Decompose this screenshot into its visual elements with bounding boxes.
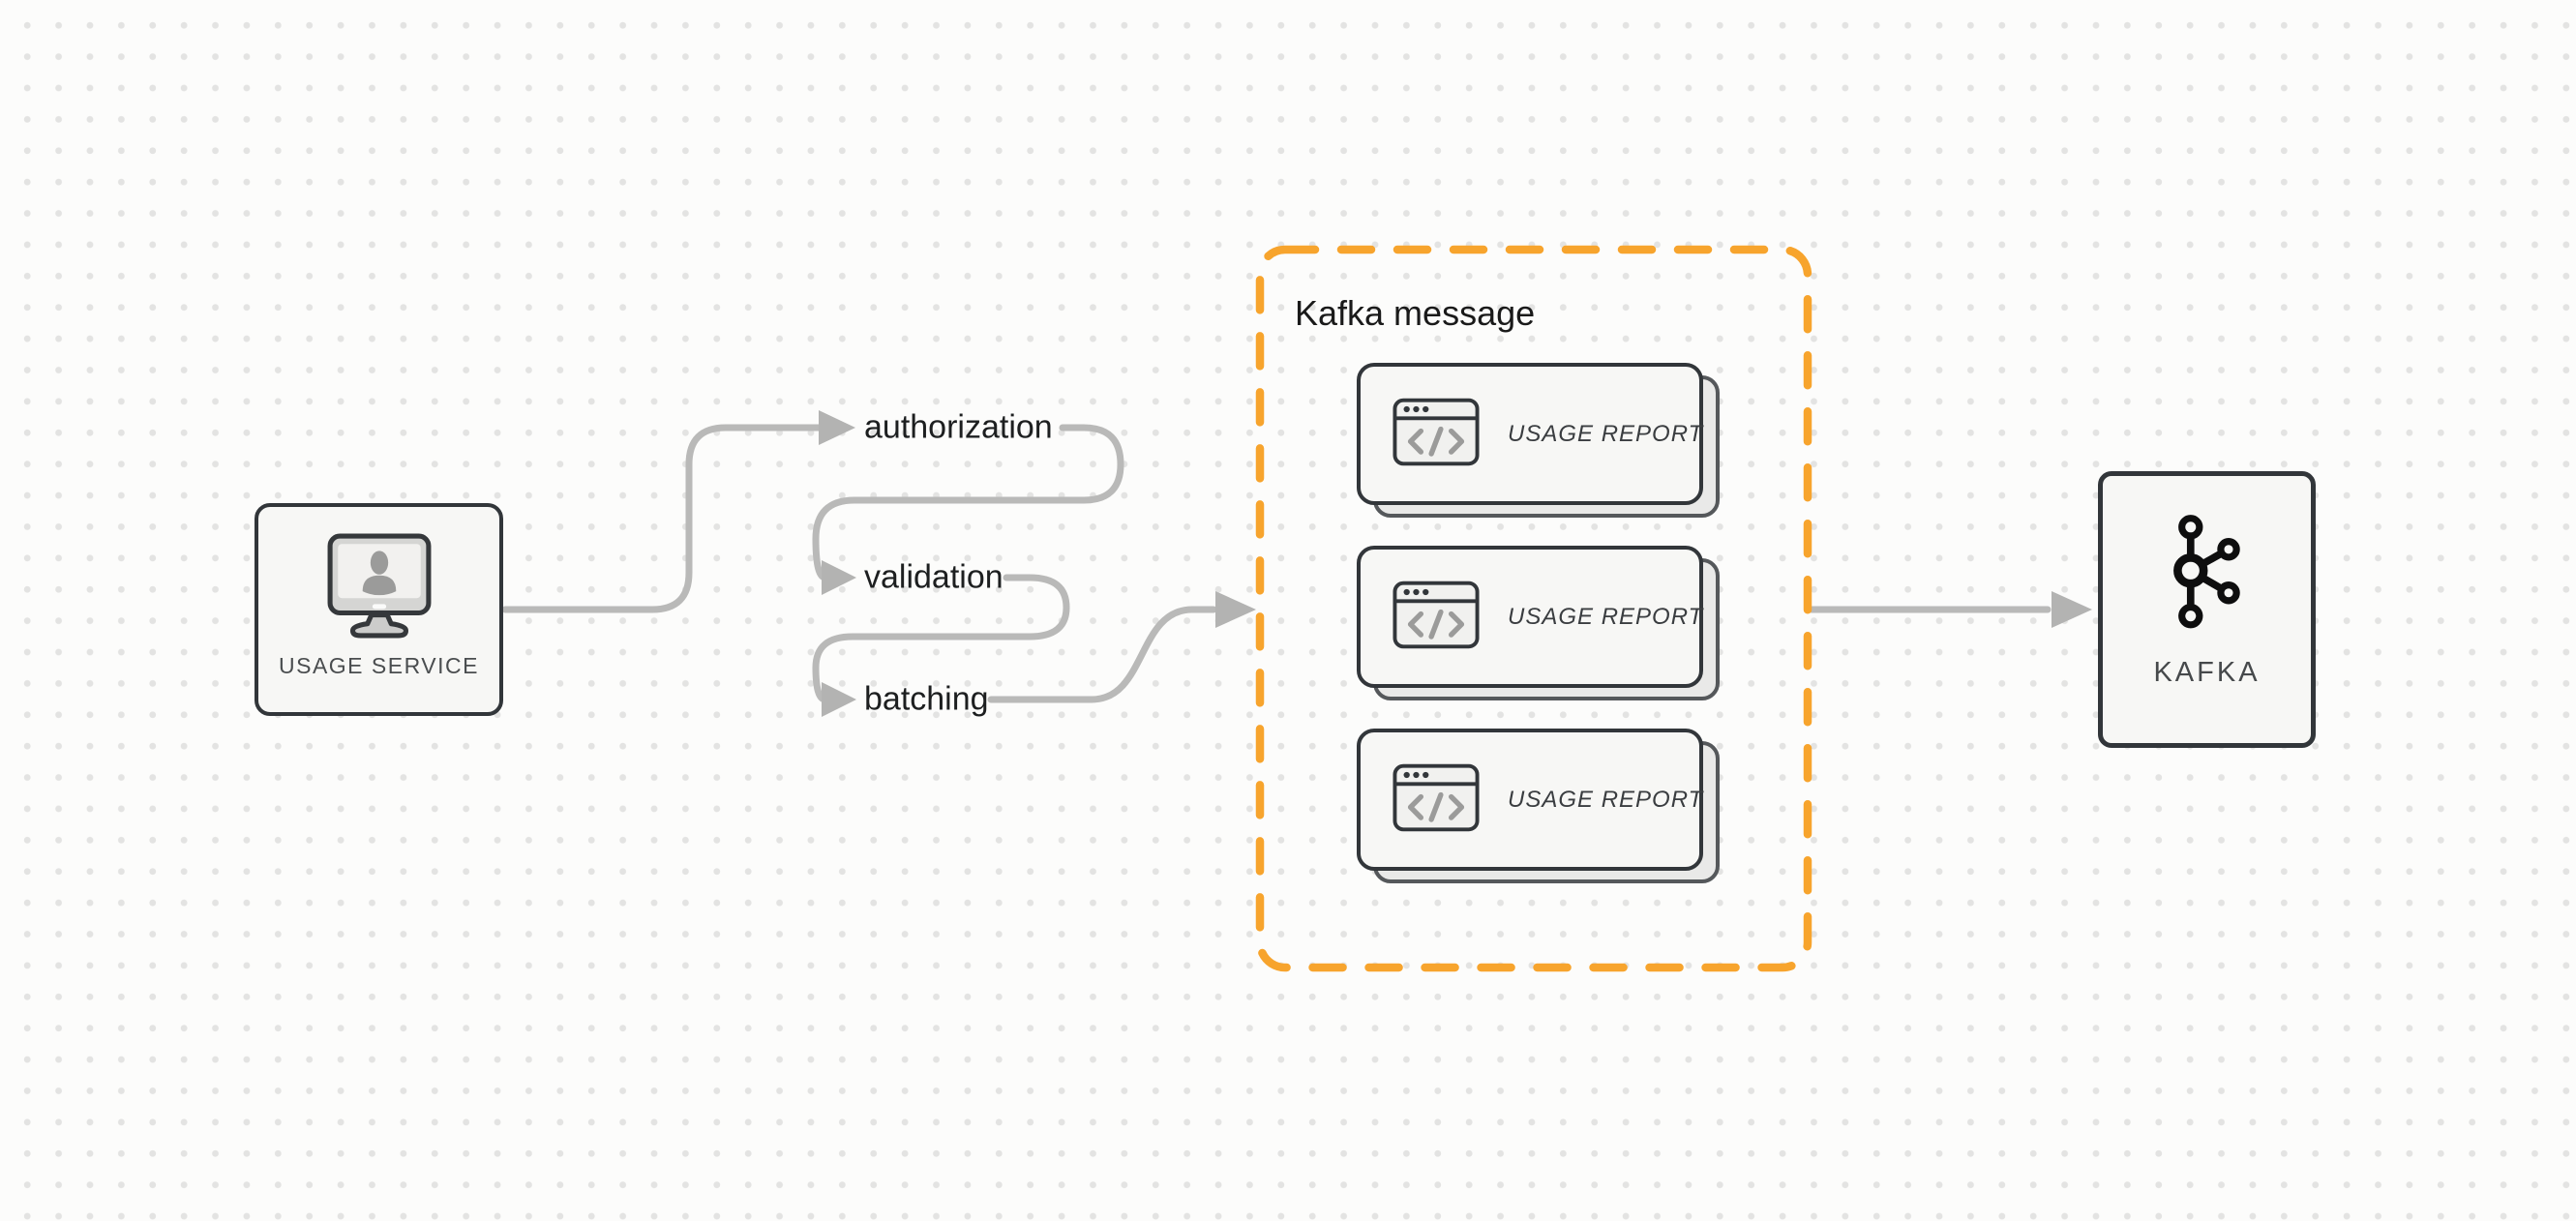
code-window-icon	[1393, 581, 1480, 654]
code-window-icon	[1393, 763, 1480, 837]
kafka-node: KAFKA	[2098, 471, 2316, 748]
connector-batching-to-kafka-message	[987, 606, 1217, 703]
connector-usage-to-authorization	[501, 424, 823, 613]
usage-report-label: USAGE REPORT	[1508, 603, 1704, 630]
step-label-validation: validation	[864, 558, 1003, 596]
step-label-authorization: authorization	[864, 408, 1053, 446]
arrowhead-into-kafka-message	[1215, 591, 1256, 628]
usage-report-label: USAGE REPORT	[1508, 786, 1704, 813]
code-window-icon	[1393, 398, 1480, 471]
card-face: USAGE REPORT	[1357, 546, 1703, 688]
card-face: USAGE REPORT	[1357, 363, 1703, 505]
monitor-user-icon	[313, 532, 446, 645]
usage-service-node: USAGE SERVICE	[255, 503, 503, 716]
kafka-logo-icon	[2159, 501, 2256, 636]
arrowhead-authorization	[819, 410, 855, 445]
connector-authorization-to-validation	[812, 424, 1124, 581]
arrowhead-into-kafka	[2052, 591, 2092, 628]
usage-report-label: USAGE REPORT	[1508, 420, 1704, 447]
usage-report-card: USAGE REPORT	[1357, 363, 1720, 518]
connector-validation-to-batching	[812, 574, 1070, 703]
kafka-label: KAFKA	[2153, 657, 2261, 688]
step-label-batching: batching	[864, 680, 989, 718]
arrowhead-validation	[822, 560, 856, 595]
card-face: USAGE REPORT	[1357, 729, 1703, 871]
usage-report-card: USAGE REPORT	[1357, 729, 1720, 883]
arrowhead-batching	[822, 682, 856, 717]
kafka-message-dashed-border	[1255, 245, 1812, 972]
kafka-message-group-title: Kafka message	[1295, 293, 1536, 333]
usage-service-label: USAGE SERVICE	[279, 653, 479, 678]
usage-report-card: USAGE REPORT	[1357, 546, 1720, 700]
